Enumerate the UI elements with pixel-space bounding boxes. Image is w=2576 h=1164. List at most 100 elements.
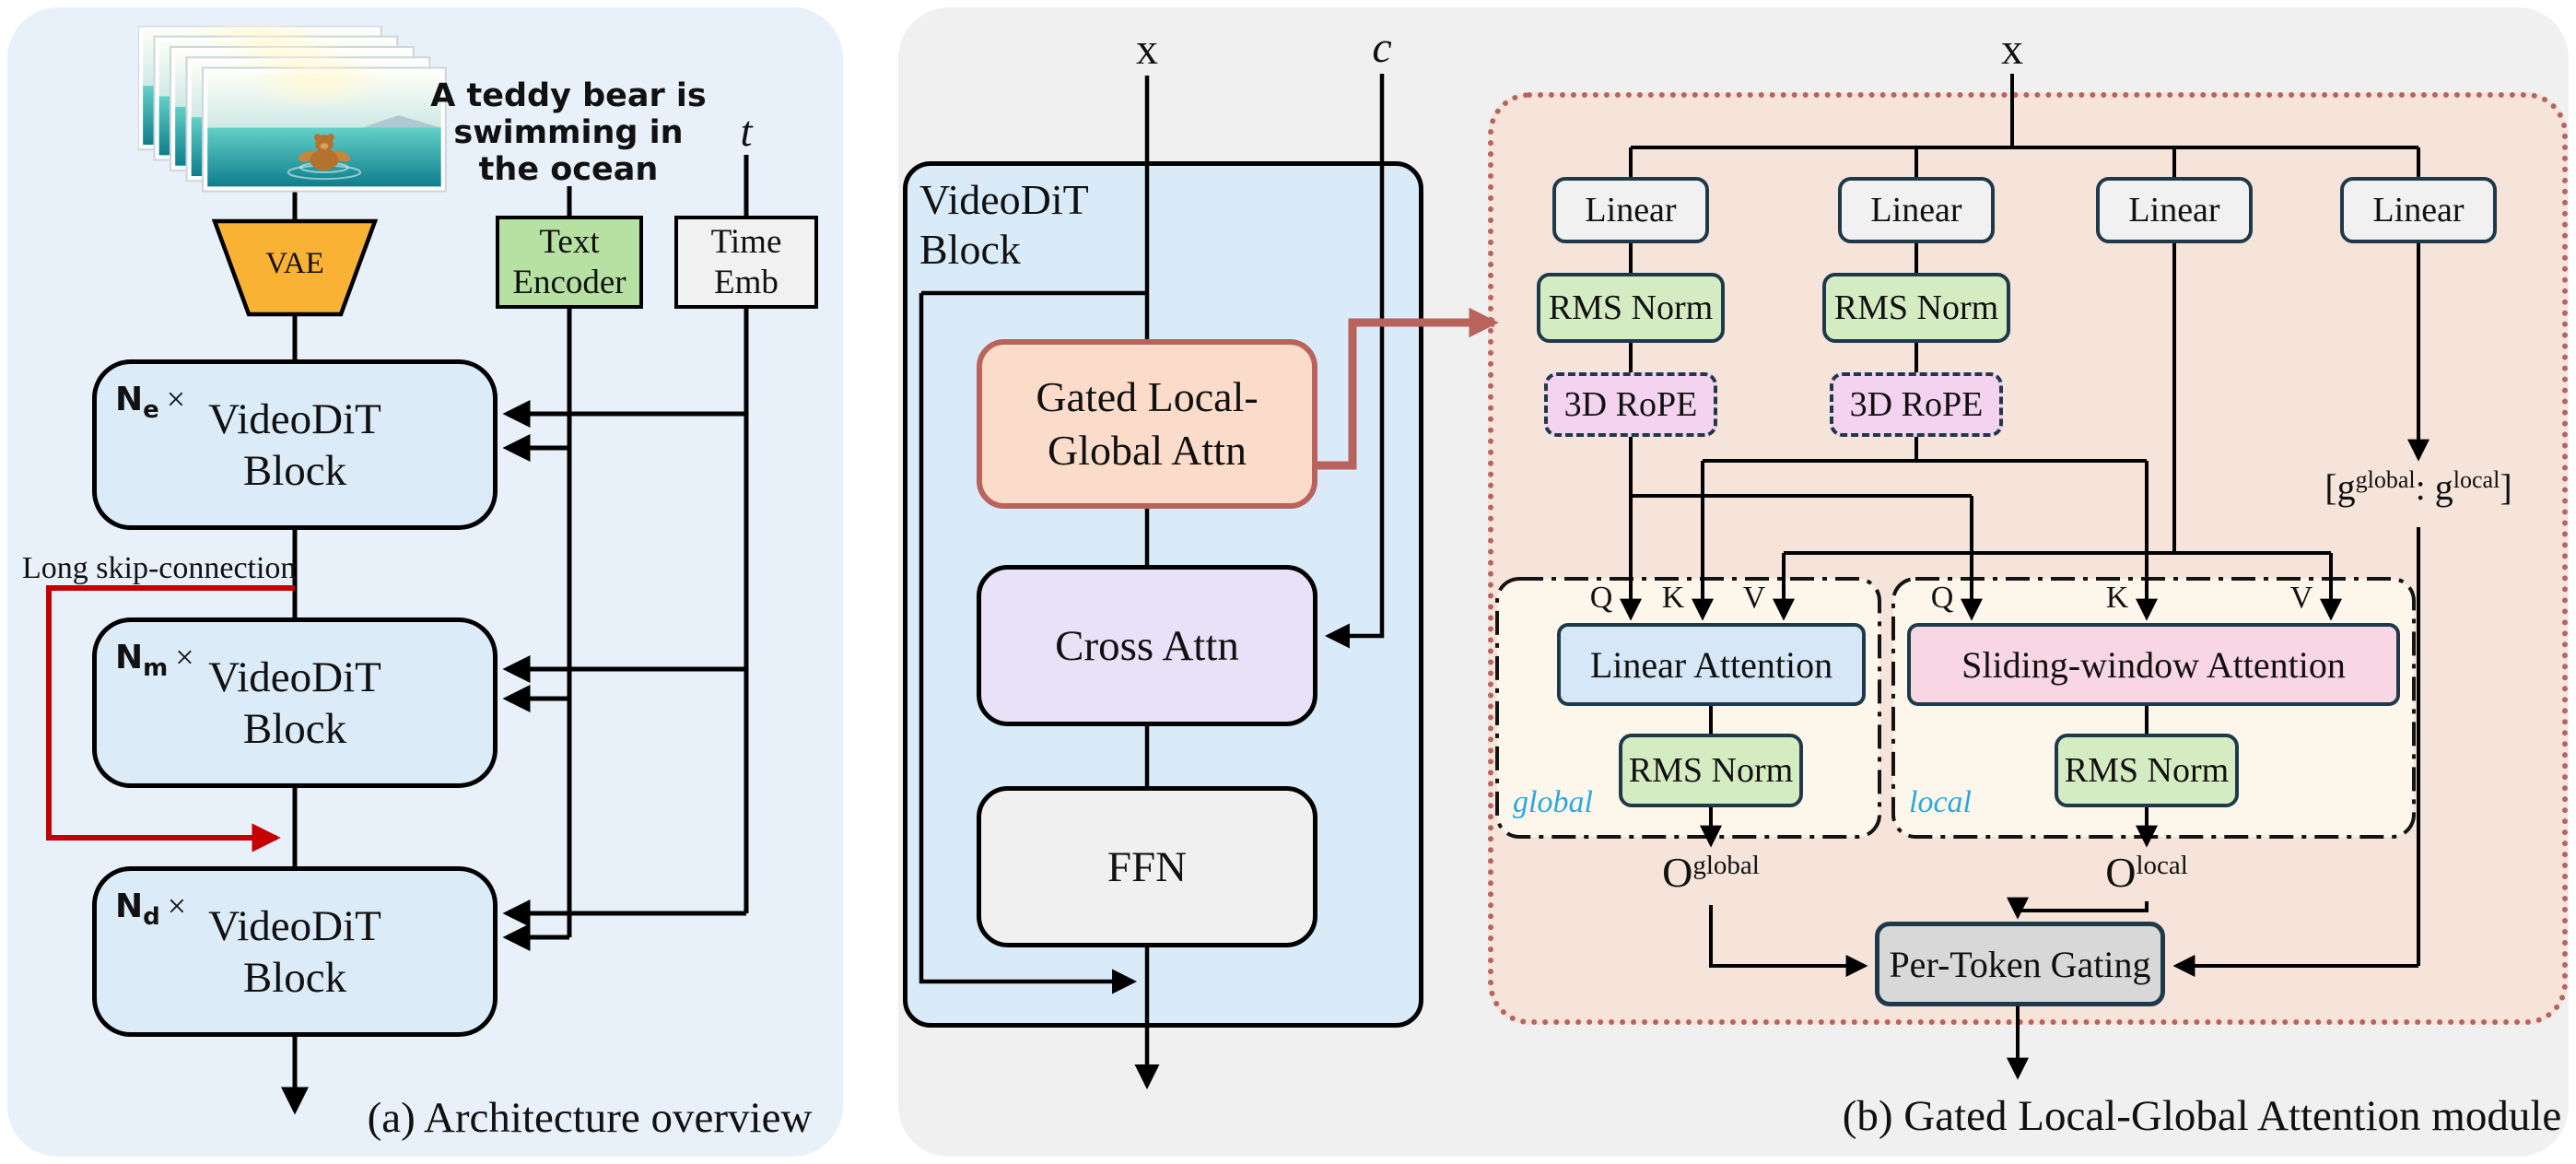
- videodit-block-middle: Nm× VideoDiT Block: [92, 617, 498, 788]
- text-encoder-line: Encoder: [512, 263, 626, 301]
- v-label-global: V: [1742, 581, 1766, 615]
- block-title-line: Block: [242, 446, 347, 495]
- time-emb-line: Time: [710, 222, 782, 261]
- c-input-label: c: [1372, 23, 1392, 72]
- q-label-local: Q: [1930, 581, 1954, 615]
- time-emb-box: Time Emb: [674, 216, 818, 309]
- time-emb-line: Emb: [714, 263, 779, 301]
- multiplier-base: N: [115, 381, 144, 418]
- multiplier-sub: e: [143, 396, 159, 424]
- block-title-line: Block: [242, 953, 347, 1002]
- rope-k: 3D RoPE: [1830, 372, 2003, 437]
- o-local-base: O: [2105, 849, 2137, 896]
- text-encoder-box: Text Encoder: [496, 216, 643, 309]
- text-prompt: A teddy bear is swimming in the ocean: [426, 77, 711, 188]
- gated-attn-line: Global Attn: [1048, 427, 1247, 474]
- rms-norm-label: RMS Norm: [2064, 751, 2230, 790]
- per-token-gating-label: Per-Token Gating: [1889, 943, 2151, 985]
- middle-multiplier: Nm×: [115, 631, 194, 694]
- videodit-block-decoder: Nd× VideoDiT Block: [92, 866, 498, 1037]
- x-input-label-module: x: [2001, 25, 2023, 74]
- linear-attention-box: Linear Attention: [1557, 623, 1866, 706]
- text-encoder-line: Text: [539, 222, 600, 261]
- videodit-block-encoder: Ne× VideoDiT Block: [92, 359, 498, 530]
- gate-concat-label: [gglobal: glocal]: [2285, 465, 2552, 509]
- block-title-line: VideoDiT: [208, 901, 381, 950]
- linear-box-gate: Linear: [2340, 177, 2497, 243]
- rms-norm-q: RMS Norm: [1537, 273, 1725, 343]
- multiplier-base: N: [115, 639, 144, 676]
- global-branch-label: global: [1513, 785, 1593, 819]
- multiplier-base: N: [115, 888, 144, 925]
- videodit-title-line: VideoDiT: [919, 176, 1089, 223]
- multiplier-sub: d: [143, 903, 160, 931]
- timestep-label: t: [740, 108, 753, 156]
- linear-box-v: Linear: [2096, 177, 2253, 243]
- rope-label: 3D RoPE: [1849, 385, 1984, 424]
- rms-norm-label: RMS Norm: [1628, 751, 1794, 790]
- panel-b-wires: [919, 74, 1385, 1090]
- cross-attn-box: Cross Attn: [977, 565, 1317, 726]
- x-input-label-mid: x: [1136, 25, 1158, 74]
- caption-b: (b) Gated Local-Global Attention module: [1842, 1092, 2562, 1140]
- o-global-sup: global: [1692, 851, 1760, 880]
- rms-norm-global-out: RMS Norm: [1619, 734, 1803, 807]
- block-title-line: Block: [242, 704, 347, 753]
- k-label-global: K: [1661, 581, 1685, 615]
- q-label-global: Q: [1589, 581, 1613, 615]
- gated-attn-zoom-arrow: [1317, 307, 1499, 470]
- vae-label: VAE: [265, 247, 324, 280]
- gated-attn-line: Gated Local-: [1036, 373, 1259, 420]
- multiplier-times: ×: [167, 888, 187, 924]
- per-token-gating-box: Per-Token Gating: [1875, 922, 2165, 1006]
- linear-label: Linear: [2128, 191, 2220, 229]
- prompt-line: swimming in: [453, 114, 684, 151]
- gate-concat-sup: local: [2453, 466, 2500, 493]
- linear-box-k: Linear: [1838, 177, 1995, 243]
- caption-a: (a) Architecture overview: [367, 1094, 813, 1142]
- vae-trapezoid: [211, 218, 379, 317]
- linear-label: Linear: [2372, 191, 2465, 229]
- cross-attn-label: Cross Attn: [1055, 621, 1239, 670]
- module-wires: [1620, 74, 2430, 1080]
- rms-norm-label: RMS Norm: [1833, 288, 1999, 327]
- o-local-label: Olocal: [2036, 848, 2257, 897]
- local-branch-label: local: [1909, 785, 1972, 819]
- rms-norm-label: RMS Norm: [1548, 288, 1714, 327]
- gate-concat-sup: global: [2355, 466, 2416, 493]
- block-title-line: VideoDiT: [208, 394, 381, 443]
- long-skip-connection-line: [46, 585, 295, 852]
- decoder-multiplier: Nd×: [115, 880, 186, 943]
- v-label-local: V: [2289, 581, 2313, 615]
- o-local-sup: local: [2136, 851, 2188, 880]
- encoder-multiplier: Ne×: [115, 373, 185, 436]
- linear-box-q: Linear: [1552, 177, 1709, 243]
- linear-label: Linear: [1870, 191, 1962, 229]
- o-global-label: Oglobal: [1600, 848, 1821, 897]
- rms-norm-local-out: RMS Norm: [2055, 734, 2239, 807]
- gate-concat-part: : g: [2415, 466, 2453, 508]
- rope-label: 3D RoPE: [1563, 385, 1698, 424]
- sliding-window-attention-label: Sliding-window Attention: [1961, 643, 2346, 686]
- o-global-base: O: [1662, 849, 1693, 896]
- gate-concat-part: ]: [2500, 466, 2512, 508]
- k-label-local: K: [2105, 581, 2129, 615]
- skip-connection-label: Long skip-connection: [22, 551, 297, 585]
- rms-norm-k: RMS Norm: [1822, 273, 2010, 343]
- gate-concat-part: [g: [2324, 466, 2356, 508]
- block-title-line: VideoDiT: [208, 653, 381, 701]
- gated-attention-module-container: [1488, 92, 2568, 1025]
- sliding-window-attention-box: Sliding-window Attention: [1907, 623, 2400, 706]
- gated-local-global-attn-box: Gated Local- Global Attn: [977, 339, 1317, 509]
- panel-a-wires: [281, 155, 749, 1115]
- ffn-box: FFN: [977, 786, 1317, 947]
- ffn-label: FFN: [1107, 842, 1188, 891]
- prompt-line: A teddy bear is: [430, 77, 707, 114]
- multiplier-times: ×: [175, 639, 194, 676]
- prompt-line: the ocean: [478, 151, 659, 188]
- multiplier-sub: m: [143, 654, 169, 682]
- video-frames-image: [138, 26, 447, 193]
- linear-attention-label: Linear Attention: [1589, 643, 1833, 686]
- linear-label: Linear: [1585, 191, 1677, 229]
